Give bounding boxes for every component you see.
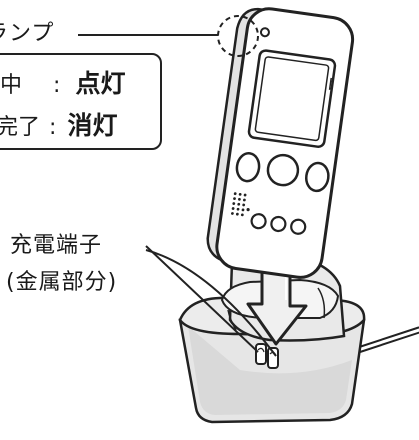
status-value: 消灯 bbox=[67, 111, 118, 140]
cable bbox=[348, 326, 419, 356]
charging-terminals bbox=[255, 343, 279, 369]
status-state: 中 bbox=[0, 73, 23, 98]
charging-terminal-sublabel: (金属部分) bbox=[6, 270, 118, 295]
lamp-callout-circle bbox=[217, 15, 259, 57]
status-state: 完了 bbox=[0, 115, 41, 140]
terminal-leader-line bbox=[145, 245, 259, 353]
status-separator: : bbox=[49, 115, 57, 140]
lamp-icon bbox=[259, 27, 270, 38]
charging-terminal-label: 充電端子 bbox=[10, 233, 103, 258]
handset-device bbox=[206, 7, 355, 279]
status-separator: : bbox=[53, 73, 61, 98]
terminal-leader-line-2 bbox=[145, 249, 277, 357]
status-row-charging: 中 : 点灯 bbox=[0, 64, 125, 100]
status-row-complete: 完了 : 消灯 bbox=[0, 106, 117, 142]
status-value: 点灯 bbox=[75, 69, 126, 98]
speaker-grille bbox=[231, 192, 247, 217]
lamp-status-box bbox=[0, 53, 162, 150]
lamp-label: ランプ bbox=[0, 21, 55, 46]
